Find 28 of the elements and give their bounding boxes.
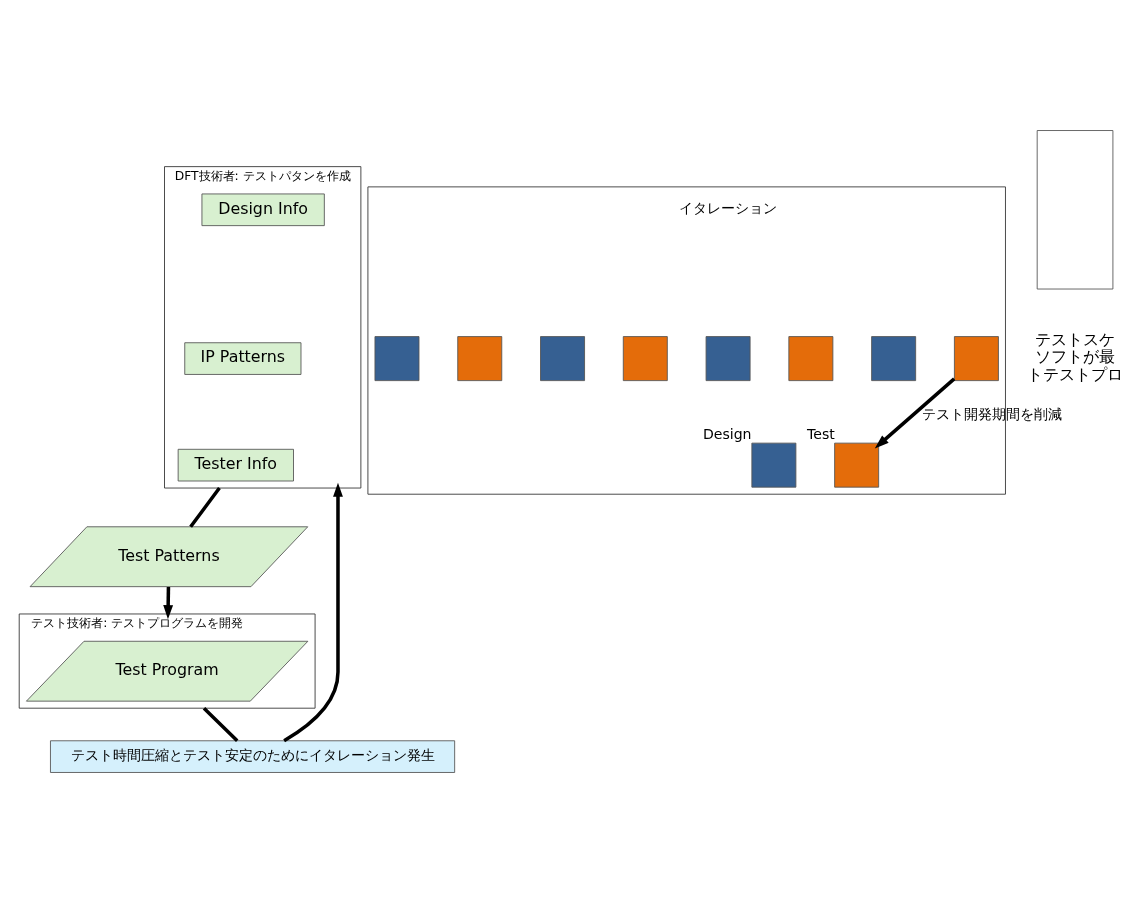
node-box <box>834 442 880 488</box>
node-box <box>457 335 503 381</box>
node-box: Tester Info <box>177 448 294 481</box>
node-box <box>1036 129 1114 289</box>
label: イタレーション <box>679 199 778 216</box>
node-box <box>953 335 999 381</box>
node-box: IP Patterns <box>184 341 302 375</box>
arrow <box>163 586 174 619</box>
node-label: Design <box>702 425 752 442</box>
node-box <box>374 335 420 381</box>
node-box <box>540 335 585 381</box>
cluster <box>367 185 1006 495</box>
arrow <box>874 377 956 448</box>
label: トテストプロ <box>1027 364 1124 384</box>
node-box <box>705 335 751 381</box>
node-box: テスト時間圧縮とテスト安定のためにイタレーション発生 <box>50 739 456 773</box>
node-label: Test <box>807 425 835 442</box>
connector <box>189 486 221 528</box>
connector <box>202 706 239 742</box>
node-box <box>871 335 917 381</box>
node-box <box>751 442 797 488</box>
label: ソフトが最 <box>1035 346 1116 366</box>
arrow <box>283 482 343 742</box>
node-box: Design Info <box>201 193 325 226</box>
node-box <box>788 335 834 381</box>
label: テストスケ <box>1035 329 1116 349</box>
node-box <box>622 335 668 381</box>
edge-label: テスト開発期間を削減 <box>921 405 1062 422</box>
